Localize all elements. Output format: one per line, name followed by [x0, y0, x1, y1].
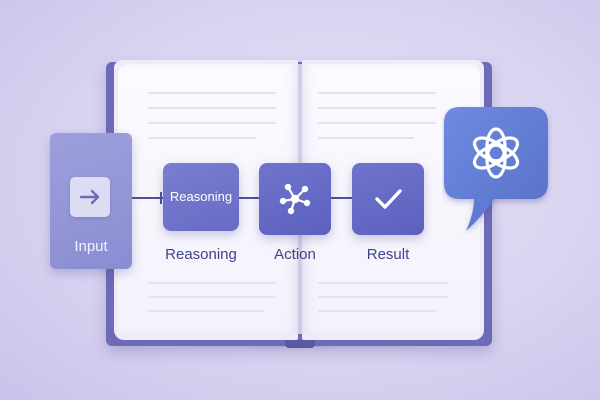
page-line [148, 296, 276, 298]
page-line [148, 137, 256, 139]
action-caption: Action [274, 246, 316, 263]
action-card [259, 163, 331, 235]
checkmark-icon [375, 189, 402, 209]
result-card [352, 163, 424, 235]
page-line [318, 282, 448, 284]
chat-bubble [442, 105, 552, 235]
reasoning-card [163, 163, 239, 231]
reasoning-caption: Reasoning [165, 246, 237, 263]
page-line [148, 107, 276, 109]
page-line [318, 92, 436, 94]
flow-connector [330, 197, 354, 199]
input-label: Input [74, 238, 108, 255]
page-line [148, 122, 276, 124]
reasoning-card-text: Reasoning [169, 189, 233, 204]
page-line [318, 296, 448, 298]
page-line [318, 310, 436, 312]
connector-tick [160, 192, 162, 204]
page-line [148, 282, 276, 284]
result-caption: Result [366, 246, 410, 263]
flow-connector [238, 197, 262, 199]
page-line [318, 137, 414, 139]
page-line [148, 310, 264, 312]
page-line [318, 107, 436, 109]
flow-connector [130, 197, 166, 199]
input-icon-box [70, 177, 110, 217]
arrow-right-icon [79, 189, 100, 205]
page-line [318, 122, 436, 124]
book-bottom-tab [285, 340, 315, 348]
page-line [148, 92, 276, 94]
network-nodes-icon [279, 183, 311, 215]
openai-logo-icon [472, 127, 520, 179]
chat-bubble-shape [444, 107, 548, 231]
